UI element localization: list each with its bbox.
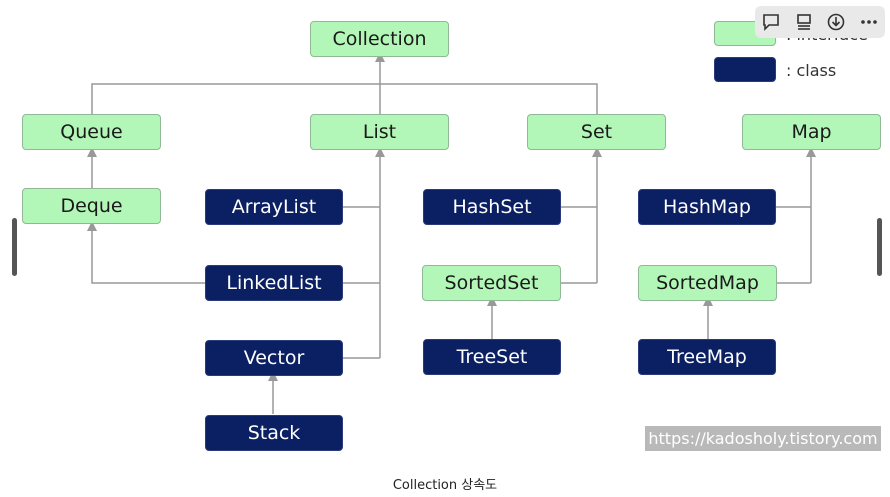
node-linkedlist: LinkedList xyxy=(205,265,343,301)
more-icon[interactable] xyxy=(856,9,882,35)
connector-set-collection xyxy=(380,83,598,114)
connector-linkedlist-deque xyxy=(87,221,205,284)
watermark: https://kadosholy.tistory.com xyxy=(645,426,881,451)
comment-icon[interactable] xyxy=(758,9,784,35)
node-list: List xyxy=(310,114,449,150)
right-scroll-handle[interactable] xyxy=(877,218,882,276)
node-stack: Stack xyxy=(205,415,343,451)
node-set: Set xyxy=(527,114,666,150)
bookmark-icon[interactable] xyxy=(791,9,817,35)
legend-class-label: : class xyxy=(786,61,837,80)
node-hashset: HashSet xyxy=(423,189,561,225)
connector-queue-collection xyxy=(91,83,380,114)
node-collection: Collection xyxy=(310,21,449,57)
image-toolbar xyxy=(755,6,885,38)
download-icon[interactable] xyxy=(823,9,849,35)
left-scroll-handle[interactable] xyxy=(12,218,17,276)
node-treeset: TreeSet xyxy=(423,339,561,375)
node-queue: Queue xyxy=(22,114,161,150)
node-vector: Vector xyxy=(205,340,343,376)
node-treemap: TreeMap xyxy=(638,339,776,375)
image-caption: Collection 상속도 xyxy=(392,478,498,493)
node-sortedset: SortedSet xyxy=(422,265,561,301)
node-arraylist: ArrayList xyxy=(205,189,343,225)
node-sortedmap: SortedMap xyxy=(638,265,777,301)
node-deque: Deque xyxy=(22,188,161,224)
legend-class-swatch xyxy=(714,57,776,82)
node-map: Map xyxy=(742,114,881,150)
node-hashmap: HashMap xyxy=(638,189,776,225)
